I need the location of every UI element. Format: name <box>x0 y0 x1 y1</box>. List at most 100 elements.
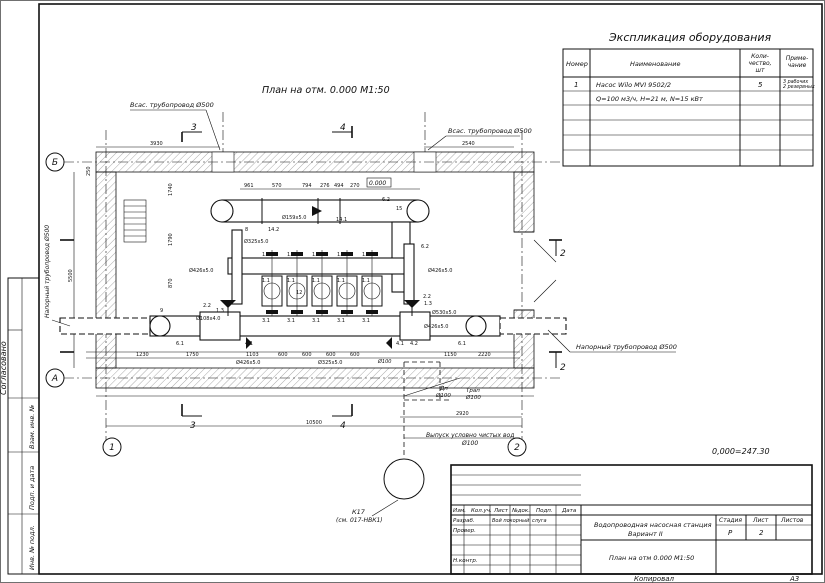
dim-494: 494 <box>334 183 344 189</box>
pos-1-2-d: 1.2 <box>337 252 345 258</box>
dim-5500: 5500 <box>68 269 74 282</box>
explication-row2-name: Q=100 м3/ч, Н=21 м, N=15 кВт <box>596 95 703 103</box>
axis-2: 2 <box>514 443 520 453</box>
trap-1: Трап <box>466 388 480 394</box>
pos-15: 15 <box>396 206 402 212</box>
tag-426-b: Ø426x5.0 <box>236 359 260 366</box>
tag-325: Ø325x5.0 <box>244 238 268 245</box>
stamp-inv: Инв. № подл. <box>28 525 36 570</box>
dim-3930: 3930 <box>150 141 163 147</box>
pos-6-1-l: 6.1 <box>176 341 184 347</box>
pump-3 <box>311 250 333 316</box>
pos-4-1-r: 4.1 <box>396 341 404 347</box>
pos-14-1: 14.1 <box>336 217 347 223</box>
level-box: 0.000 <box>369 180 386 187</box>
qty-h-2: чество, <box>748 60 771 67</box>
tag-159: Ø159x5.0 <box>282 214 306 221</box>
tag-426-l: Ø426x5.0 <box>189 267 213 274</box>
axis-b: Б <box>52 158 58 168</box>
label-d100: Ø100 <box>377 358 391 365</box>
label-pressure-left: Напорный трубопровод Ø500 <box>44 225 51 318</box>
explication-row1-qty: 5 <box>758 81 763 89</box>
tb-listov-h: Листов <box>780 517 804 524</box>
dim-870: 870 <box>168 278 174 288</box>
tb-data: Дата <box>561 508 577 514</box>
tb-razrab-sign: слуга <box>532 518 547 524</box>
tb-stadia-h: Стадия <box>719 517 742 524</box>
tag-108: Ø108x4.0 <box>196 315 220 322</box>
pump-5 <box>361 250 383 316</box>
section-2-top: 2 <box>560 249 566 259</box>
explication-table: Экспликация оборудования Номер Наименова… <box>562 31 815 167</box>
pos-2-2-r: 2.2 <box>423 294 431 300</box>
dim-600-c: 600 <box>326 352 336 358</box>
axis-lines: Б А 1 2 <box>45 130 560 457</box>
position-tags: Ø159x5.0 Ø325x5.0 Ø426x5.0 Ø426x5.0 Ø108… <box>160 197 466 366</box>
explication-header-note: Приме-чание <box>786 55 809 69</box>
tb-project: Водопроводная насосная станция <box>594 521 712 529</box>
pos-3-1-d: 3.1 <box>337 318 345 324</box>
dimensions: 3930 2540 10500 2920 5500 1230 1750 1103… <box>68 141 534 427</box>
footer-format: А3 <box>789 575 799 583</box>
side-stamp: Согласовано Взам. инв. № Подп. и дата Ин… <box>0 277 40 575</box>
axis-1: 1 <box>109 443 115 453</box>
explication-row1-name: Насос Wilo MVI 9502/2 <box>596 81 671 89</box>
trap-2: Ø100 <box>465 394 481 401</box>
title-block: Изм. Кол.уч. Лист №док. Подп. Дата Разра… <box>450 464 813 575</box>
dim-1103: 1103 <box>246 352 259 358</box>
pos-6-2-a: 6.2 <box>382 197 390 203</box>
note-h-1: Приме- <box>786 55 809 62</box>
explication-header-qty: Коли-чество,шт <box>748 53 771 74</box>
label-pressure-right: Напорный трубопровод Ø500 <box>576 343 677 351</box>
dim-600-b: 600 <box>302 352 312 358</box>
pos-3-1-a: 3.1 <box>262 318 270 324</box>
section-3-top: 3 <box>191 123 197 133</box>
dim-276: 276 <box>320 183 330 189</box>
tb-kol: Кол.уч. <box>471 508 492 514</box>
pos-3-1-e: 3.1 <box>362 318 370 324</box>
dim-600-d: 600 <box>350 352 360 358</box>
annotations: Всас. трубопровод Ø500 Всас. трубопровод… <box>44 101 770 524</box>
dim-2540: 2540 <box>462 141 475 147</box>
explication-header-num: Номер <box>566 60 588 68</box>
pos-1-2-b: 1.2 <box>287 252 295 258</box>
explication-title: Экспликация оборудования <box>608 31 772 44</box>
tb-izm: Изм. <box>453 508 466 514</box>
tb-sheet-title: План на отм 0.000 М1:50 <box>609 554 694 562</box>
pos-1-3-l: 1.3 <box>216 308 224 314</box>
dim-1740: 1740 <box>168 183 174 196</box>
note-row-1: 3 рабочих <box>783 79 808 85</box>
dim-1150: 1150 <box>444 352 457 358</box>
dim-2220: 2220 <box>478 352 491 358</box>
axis-a: А <box>51 374 58 384</box>
section-4-top: 4 <box>340 123 346 133</box>
dim-570: 570 <box>272 183 282 189</box>
stamp-podp: Подп. и дата <box>28 466 36 510</box>
dim-794: 794 <box>302 183 312 189</box>
tb-ndoc: №док. <box>511 508 530 514</box>
dn-1: Дп <box>439 386 448 392</box>
pos-1-2-a: 1.2 <box>262 252 270 258</box>
tb-list-num: 2 <box>759 529 764 537</box>
pos-6-1-r: 6.1 <box>458 341 466 347</box>
pos-1-1-e: 1.1 <box>362 278 370 284</box>
outlet-1: Выпуск условно чистых вод <box>426 432 514 439</box>
tb-stadia: Р <box>728 529 733 537</box>
pos-1-1-b: 1.1 <box>287 278 295 284</box>
note-row-2: 2 резервных <box>783 84 815 90</box>
tb-list: Лист <box>493 508 509 514</box>
tag-530: Ø530x5.0 <box>432 309 456 316</box>
pos-1-2-e: 1.2 <box>362 252 370 258</box>
pos-3-1-b: 3.1 <box>287 318 295 324</box>
note-h-2: чание <box>788 62 807 69</box>
dim-270: 270 <box>350 183 360 189</box>
dim-2920: 2920 <box>456 411 469 417</box>
pos-1-1-c: 1.1 <box>312 278 320 284</box>
dim-600-a: 600 <box>278 352 288 358</box>
abs-level: 0,000=247.30 <box>712 447 770 456</box>
pos-8: 8 <box>245 227 248 233</box>
